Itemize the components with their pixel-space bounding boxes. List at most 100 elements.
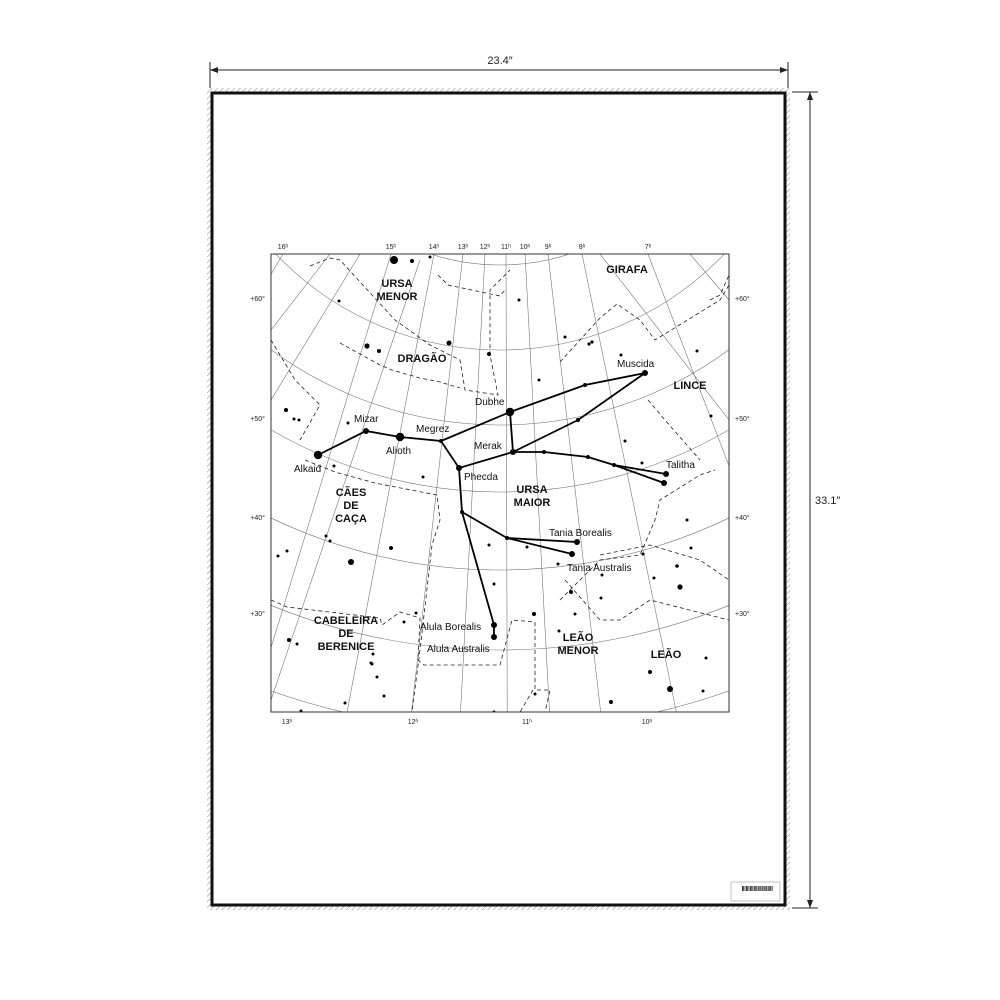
hour-line (346, 254, 435, 712)
width-dimension: 23.4″ (209, 55, 789, 88)
star-dot (337, 299, 341, 303)
dec-tick-label: +30° (250, 610, 265, 618)
asterism-line (506, 537, 573, 555)
star-dot (599, 596, 603, 600)
star-dot (573, 612, 577, 616)
star-dot (583, 383, 587, 387)
star-label: Alkaid (294, 464, 321, 475)
height-label: 33.1″ (815, 495, 840, 507)
star-dot (487, 352, 491, 356)
star-dot (276, 554, 280, 558)
star-dot (661, 480, 667, 486)
star-dot (299, 709, 303, 712)
star-dot (517, 298, 521, 302)
star-dot (590, 340, 594, 344)
hour-line (581, 254, 677, 712)
star-dot (663, 471, 669, 477)
star-dot (675, 564, 679, 568)
star-dot (324, 534, 328, 538)
star-dot (641, 552, 645, 556)
dec-tick-label: +50° (735, 415, 750, 423)
constellation-label: DRAGÃO (398, 352, 447, 365)
constellation-label: MAIOR (514, 497, 551, 509)
constellation-label: URSA (516, 484, 547, 496)
ra-tick-label: 11ʰ (501, 244, 511, 251)
star-dot (460, 510, 464, 514)
star-dot (348, 559, 354, 565)
star-dot (389, 546, 393, 550)
star-dot (695, 349, 699, 353)
star-label: Muscida (617, 359, 655, 370)
declination-line (271, 348, 729, 426)
ursa-maior-figure (313, 370, 669, 640)
star-dot (313, 450, 323, 460)
constellation-label: URSA (381, 278, 412, 290)
dec-tick-label: +50° (250, 415, 265, 423)
star-dot (569, 551, 575, 557)
asterism-line (317, 410, 514, 470)
constellation-label: LEÃO (563, 631, 594, 644)
constellation-label: LEÃO (651, 648, 682, 661)
star-label: Alula Borealis (420, 622, 481, 633)
dec-tick-label: +60° (250, 295, 265, 303)
star-dot (652, 576, 656, 580)
hour-line (271, 254, 361, 401)
star-dot (532, 612, 536, 616)
star-dot (557, 629, 561, 633)
star-dot (363, 428, 369, 434)
star-dot (537, 378, 541, 382)
star-dot (390, 256, 398, 264)
star-dot (284, 408, 288, 412)
ra-tick-label: 14ʰ (429, 244, 440, 251)
width-label: 23.4″ (487, 55, 512, 67)
star-dot (285, 549, 289, 553)
star-label: Merak (474, 441, 503, 452)
ra-tick-label: 10ʰ (642, 719, 653, 726)
star-label: Phecda (464, 472, 498, 483)
star-dot (542, 450, 546, 454)
coordinate-grid (271, 254, 729, 712)
star-label: Mizar (354, 414, 379, 425)
star-dot (487, 543, 491, 547)
star-dot (371, 652, 375, 656)
hour-line (271, 254, 392, 649)
constellation-labels: URSAMENORGIRAFADRAGÃOLINCECÃESDECAÇAURSA… (314, 264, 707, 661)
poster-frame (210, 91, 787, 907)
star-dot (704, 656, 708, 660)
star-label: Tania Borealis (549, 528, 612, 539)
dec-tick-label: +40° (735, 514, 750, 522)
star-dot (556, 562, 560, 566)
boundary-line (304, 459, 441, 712)
hour-line (460, 254, 486, 712)
ra-tick-label: 11ʰ (522, 719, 532, 726)
ra-tick-label: 13ʰ (458, 244, 469, 251)
star-dot (421, 475, 425, 479)
star-dot (701, 689, 705, 693)
dec-tick-label: +60° (735, 295, 750, 303)
ra-tick-label: 12ʰ (480, 244, 491, 251)
declination-line (271, 517, 729, 571)
constellation-label: LINCE (674, 380, 707, 392)
star-dot (346, 421, 350, 425)
product-label (730, 881, 781, 902)
star-dot (375, 675, 379, 679)
star-dot (332, 464, 336, 468)
star-dot (364, 343, 370, 349)
hour-line (599, 254, 729, 421)
ra-tick-label: 15ʰ (386, 244, 397, 251)
star-dot (587, 342, 591, 346)
star-dot (491, 634, 497, 640)
constellation-label: CAÇA (335, 513, 367, 525)
star-dot (505, 536, 509, 540)
star-dot (533, 692, 537, 696)
star-dot (689, 546, 693, 550)
star-dot (377, 349, 381, 353)
boundary-line (559, 469, 716, 601)
ra-tick-label: 16ʰ (278, 244, 289, 251)
star-dot (287, 638, 291, 642)
ra-tick-label: 9ʰ (545, 244, 552, 251)
star-dot (609, 700, 613, 704)
star-label: Alioth (386, 446, 411, 457)
hour-line (547, 254, 601, 712)
